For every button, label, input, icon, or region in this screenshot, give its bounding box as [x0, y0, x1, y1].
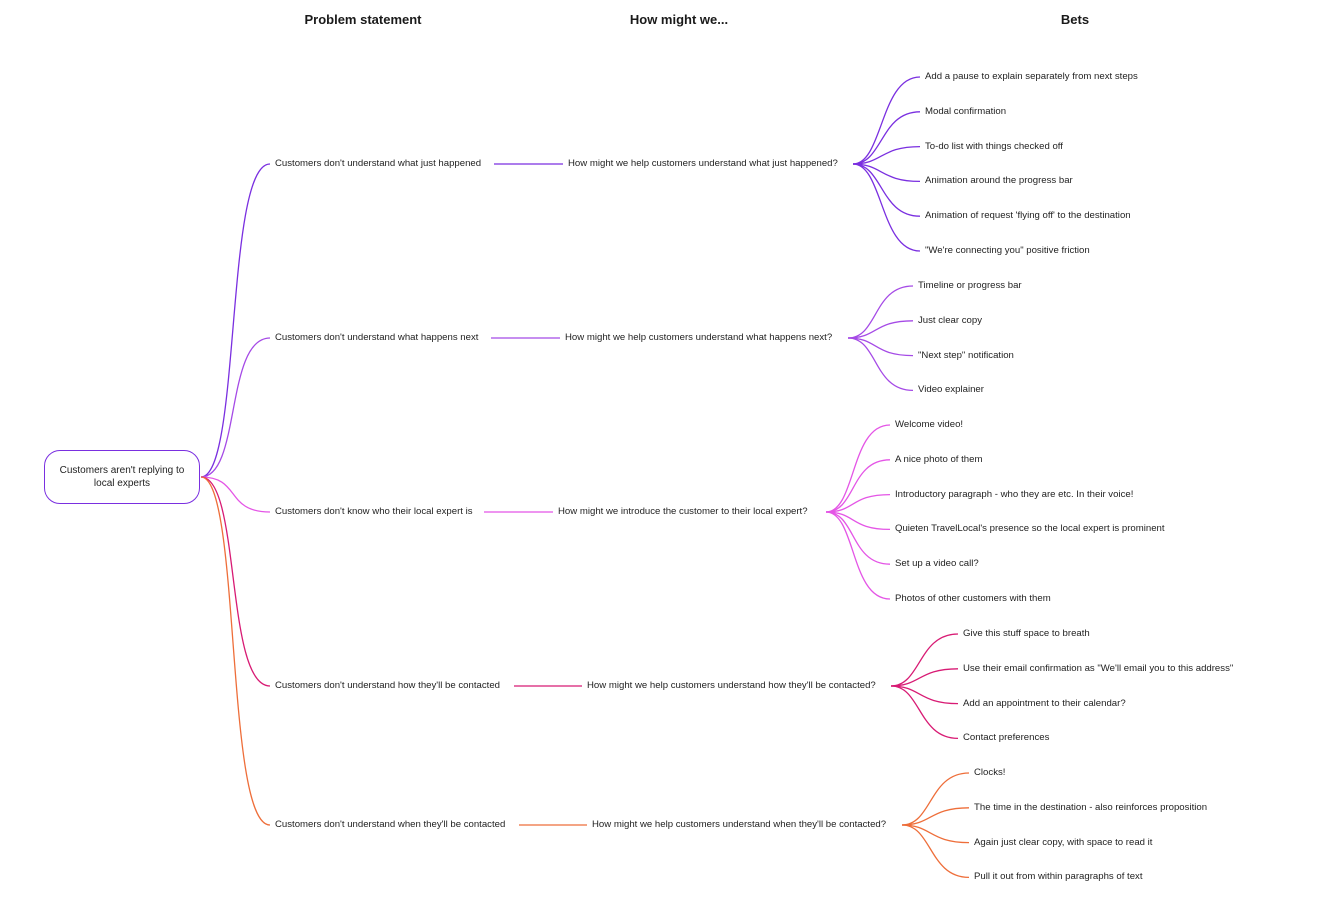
- bet-item[interactable]: Again just clear copy, with space to rea…: [974, 836, 1153, 848]
- hmw-to-bet-link: [825, 424, 891, 513]
- hmw-node[interactable]: How might we help customers understand w…: [568, 158, 838, 169]
- bet-item[interactable]: To-do list with things checked off: [925, 140, 1063, 152]
- header-problem-statement: Problem statement: [304, 12, 422, 27]
- bet-item[interactable]: The time in the destination - also reinf…: [974, 801, 1208, 813]
- hmw-to-bet-link: [901, 772, 970, 826]
- problem-node[interactable]: Customers don't understand what happens …: [275, 332, 479, 343]
- problem-node[interactable]: Customers don't know who their local exp…: [275, 506, 473, 517]
- bet-item[interactable]: Introductory paragraph - who they are et…: [895, 488, 1134, 500]
- hmw-to-bet-link: [825, 511, 891, 600]
- hmw-to-bet-link: [825, 493, 891, 513]
- bet-item[interactable]: Timeline or progress bar: [918, 280, 1022, 291]
- hmw-to-bet-link: [890, 685, 959, 740]
- hmw-to-bet-link: [825, 459, 891, 513]
- bet-item[interactable]: Add a pause to explain separately from n…: [925, 71, 1138, 82]
- problem-node[interactable]: Customers don't understand when they'll …: [275, 819, 506, 830]
- bet-item[interactable]: Photos of other customers with them: [895, 593, 1051, 604]
- problem-node[interactable]: Customers don't understand what just hap…: [275, 158, 482, 169]
- bet-item[interactable]: A nice photo of them: [895, 453, 983, 465]
- hmw-to-bet-link: [901, 807, 970, 826]
- bet-item[interactable]: Welcome video!: [895, 419, 964, 430]
- hmw-to-bet-link: [890, 633, 959, 687]
- hmw-to-bet-link: [847, 337, 914, 392]
- bet-item[interactable]: Contact preferences: [963, 732, 1050, 744]
- bet-item[interactable]: Animation around the progress bar: [925, 175, 1073, 187]
- hmw-to-bet-link: [847, 320, 914, 339]
- bet-item[interactable]: Video explainer: [918, 384, 984, 396]
- bet-item[interactable]: Pull it out from within paragraphs of te…: [974, 871, 1143, 883]
- header-how-might-we: How might we...: [629, 12, 729, 27]
- hmw-to-bet-link: [901, 824, 970, 879]
- bet-item[interactable]: Modal confirmation: [925, 105, 1007, 117]
- hmw-to-bet-link: [825, 511, 891, 565]
- hmw-to-bet-link: [890, 685, 959, 705]
- hmw-to-bet-link: [852, 163, 921, 183]
- bet-item[interactable]: Add an appointment to their calendar?: [963, 697, 1126, 709]
- header-bets: Bets: [1060, 12, 1090, 27]
- root-node[interactable]: Customers aren't replying to local exper…: [44, 450, 200, 504]
- hmw-to-bet-link: [852, 111, 921, 165]
- hmw-node[interactable]: How might we help customers understand w…: [565, 332, 833, 343]
- hmw-to-bet-link: [847, 337, 914, 357]
- hmw-node[interactable]: How might we help customers understand h…: [587, 680, 876, 691]
- root-to-problem-link: [200, 337, 271, 478]
- hmw-to-bet-link: [901, 824, 970, 844]
- bet-item[interactable]: Set up a video call?: [895, 558, 979, 570]
- hmw-node[interactable]: How might we help customers understand w…: [592, 819, 887, 830]
- hmw-to-bet-link: [825, 511, 891, 531]
- root-node-label: Customers aren't replying to local exper…: [59, 465, 185, 489]
- bet-item[interactable]: Clocks!: [974, 767, 1006, 778]
- root-to-problem-link: [200, 476, 271, 687]
- hmw-to-bet-link: [847, 285, 914, 339]
- hmw-to-bet-link: [890, 668, 959, 687]
- hmw-node[interactable]: How might we introduce the customer to t…: [558, 506, 808, 517]
- hmw-to-bet-link: [852, 145, 921, 165]
- hmw-to-bet-link: [852, 163, 921, 252]
- bet-item[interactable]: "We're connecting you" positive friction: [925, 245, 1090, 256]
- problem-node[interactable]: Customers don't understand how they'll b…: [275, 680, 500, 691]
- root-to-problem-link: [200, 476, 271, 513]
- root-to-problem-link: [200, 163, 271, 478]
- bet-item[interactable]: Give this stuff space to breath: [963, 628, 1090, 639]
- root-to-problem-link: [200, 476, 271, 826]
- bet-item[interactable]: Use their email confirmation as "We'll e…: [963, 662, 1234, 674]
- hmw-to-bet-link: [852, 76, 921, 165]
- bet-item[interactable]: "Next step" notification: [918, 349, 1014, 361]
- bet-item[interactable]: Animation of request 'flying off' to the…: [925, 210, 1131, 222]
- hmw-to-bet-link: [852, 163, 921, 217]
- bet-item[interactable]: Quieten TravelLocal's presence so the lo…: [895, 523, 1165, 535]
- bet-item[interactable]: Just clear copy: [918, 314, 982, 326]
